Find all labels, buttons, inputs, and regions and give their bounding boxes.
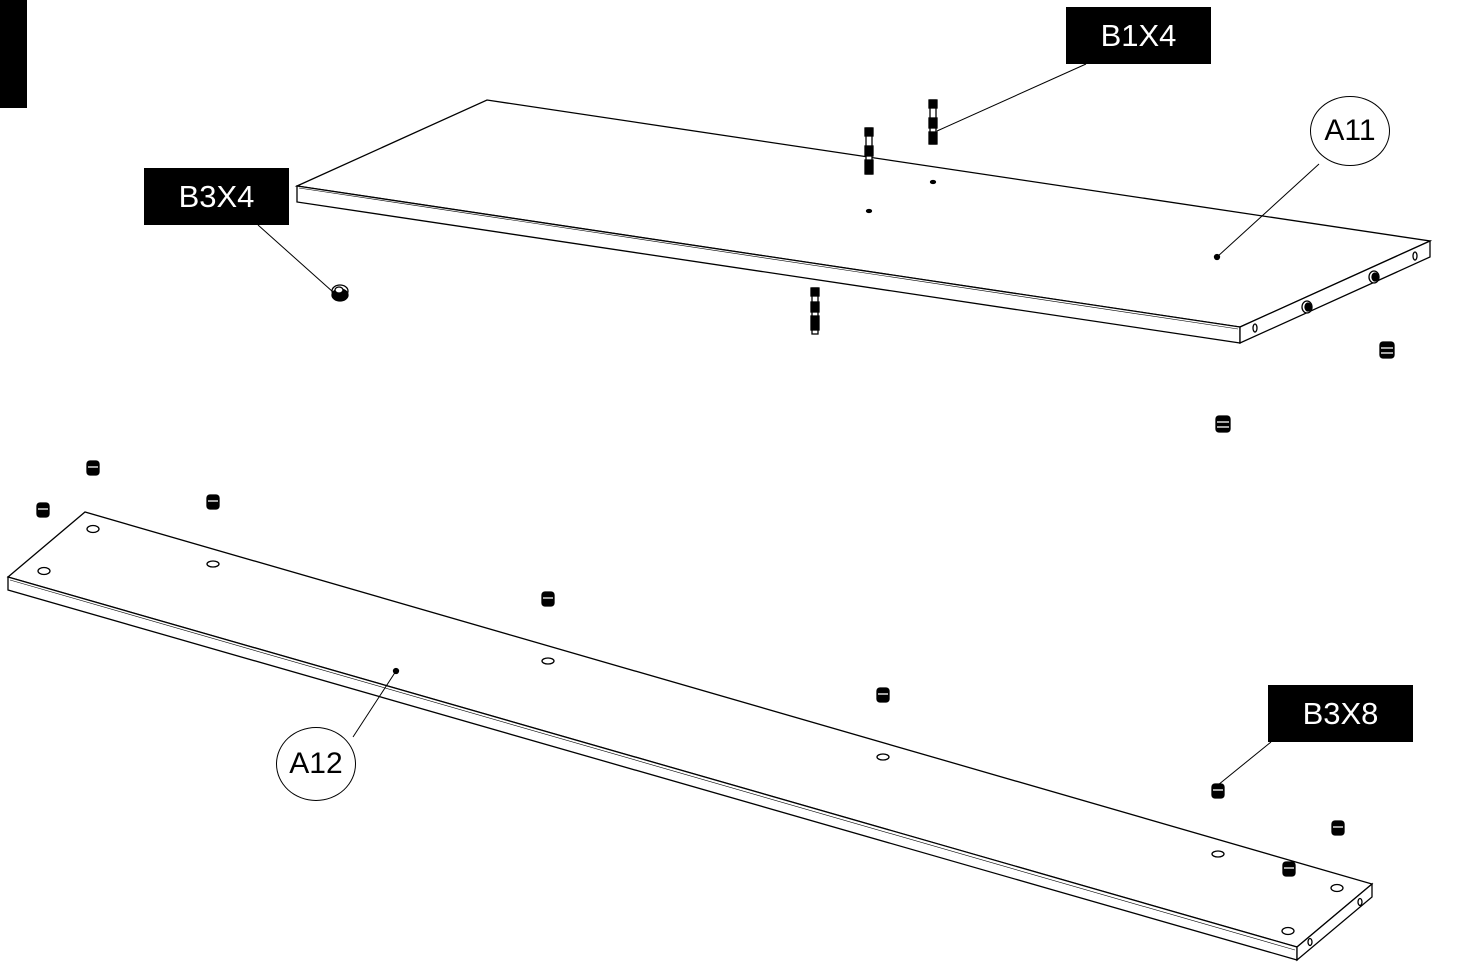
label-a12: A12: [276, 727, 356, 801]
leader-b3-bottom: [1217, 741, 1272, 786]
panel-a11: [294, 99, 1433, 345]
cam-bolts-b1: [810, 99, 938, 335]
leader-lines: [257, 63, 1320, 786]
leader-a11: [1216, 163, 1320, 258]
tag-b1x4: B1X4: [1066, 7, 1211, 64]
leader-a12: [352, 670, 397, 738]
leader-b1: [936, 63, 1087, 132]
cam-locks-b3: [331, 270, 1395, 433]
leader-b3-top: [257, 224, 334, 293]
page-edge-marker: [0, 0, 27, 108]
cam-locks-b3-lower: [36, 460, 1345, 877]
tag-b3x4: B3X4: [144, 168, 289, 225]
label-a11: A11: [1310, 96, 1390, 166]
panel-a12: [6, 511, 1374, 962]
tag-b3x8: B3X8: [1268, 685, 1413, 742]
